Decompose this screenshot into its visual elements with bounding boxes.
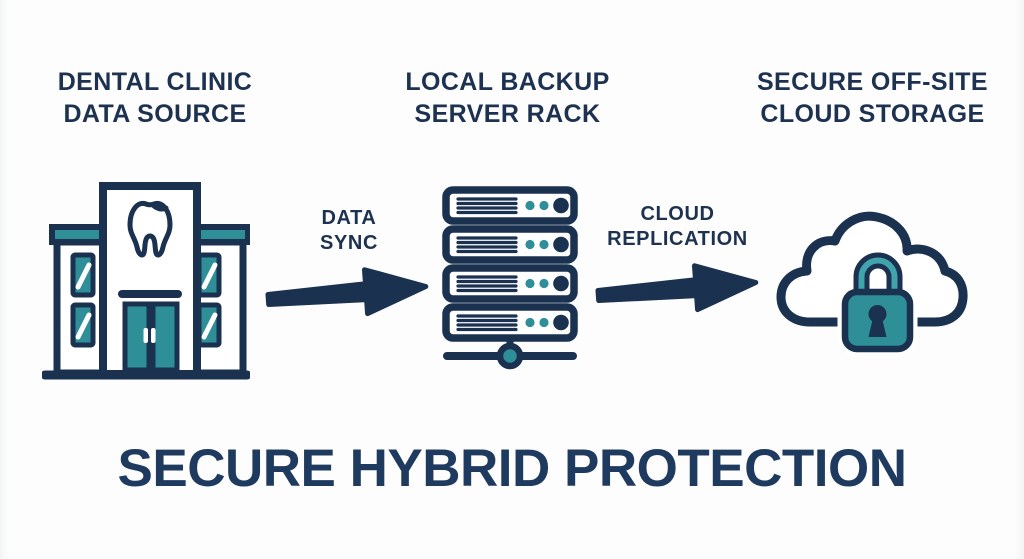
server-rack-icon [442, 186, 578, 370]
heading-dental-clinic-data-source: DENTAL CLINIC DATA SOURCE [20, 66, 290, 130]
padlock-icon [841, 252, 914, 353]
arrow-shape [595, 263, 759, 313]
page-title: SECURE HYBRID PROTECTION [117, 439, 907, 498]
heading-secure-offsite-cloud-storage: SECURE OFF-SITE CLOUD STORAGE [735, 66, 1010, 130]
door-icon [122, 301, 180, 373]
led-dot [539, 239, 549, 250]
flow-label-line: DATA [321, 207, 377, 229]
led-dot [539, 317, 549, 328]
window-icon [196, 302, 222, 348]
flow-label-cloud-replication: CLOUD REPLICATION [600, 202, 755, 252]
led-dot [525, 317, 535, 328]
building-sign-bar [118, 290, 182, 298]
led-dot [553, 197, 569, 214]
led-dot [553, 275, 569, 292]
led-dot [553, 236, 569, 253]
heading-local-backup-server-rack: LOCAL BACKUP SERVER RACK [375, 66, 640, 130]
keyhole-icon [868, 305, 887, 337]
window-icon [70, 252, 96, 298]
led-dot [525, 278, 535, 289]
led-dot [539, 278, 549, 289]
heading-line: SECURE OFF-SITE [756, 68, 988, 96]
heading-line: SERVER RACK [414, 100, 601, 128]
window-icon [70, 302, 96, 348]
heading-line: CLOUD STORAGE [760, 100, 985, 128]
flow-label-line: REPLICATION [607, 228, 748, 250]
arrow-shape [265, 267, 429, 317]
led-dot [525, 200, 535, 211]
arrow-right-icon [265, 267, 429, 317]
heading-line: LOCAL BACKUP [405, 68, 610, 96]
server-unit [442, 264, 578, 303]
padlock-shackle [853, 252, 903, 297]
heading-line: DENTAL CLINIC [57, 68, 253, 96]
server-unit [442, 186, 578, 225]
flow-label-data-sync: DATA SYNC [284, 206, 414, 256]
arrow-right-icon [595, 263, 759, 313]
heading-line: DATA SOURCE [63, 100, 247, 128]
window-icon [196, 252, 222, 298]
tooth-icon [127, 200, 173, 258]
led-dot [539, 200, 549, 211]
network-node-icon [496, 342, 524, 370]
led-dot [553, 314, 569, 331]
flow-label-line: CLOUD [640, 203, 715, 225]
dental-clinic-building-icon [42, 182, 250, 380]
server-unit [442, 225, 578, 264]
led-dot [525, 239, 535, 250]
flow-label-line: SYNC [320, 232, 378, 254]
secure-cloud-lock-icon [776, 211, 968, 357]
server-unit [442, 303, 578, 342]
